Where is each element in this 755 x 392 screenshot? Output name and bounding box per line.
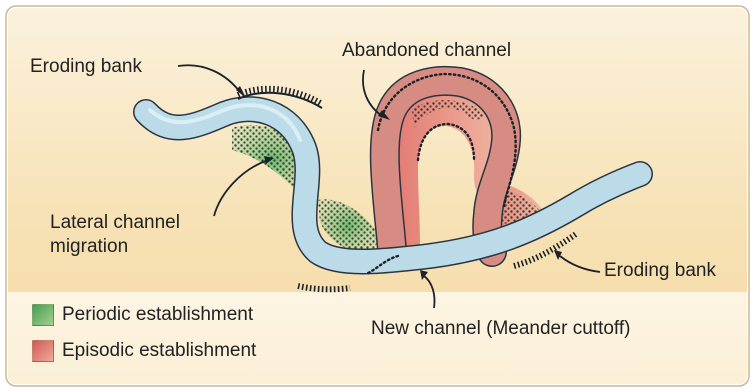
eroding-bank-top-label: Eroding bank	[30, 56, 142, 78]
legend-item-episodic: Episodic establishment	[32, 340, 256, 362]
abandoned-channel-label: Abandoned channel	[342, 40, 511, 62]
periodic-label: Periodic establishment	[62, 304, 253, 326]
periodic-swatch	[32, 304, 54, 326]
legend-item-periodic: Periodic establishment	[32, 304, 253, 326]
episodic-label: Episodic establishment	[62, 340, 256, 362]
lateral-migration-label-line1: Lateral channel	[50, 212, 180, 234]
lateral-migration-label-line2: migration	[50, 236, 128, 258]
new-channel-label: New channel (Meander cuttoff)	[371, 318, 630, 340]
episodic-swatch	[32, 340, 54, 362]
eroding-bank-right-label: Eroding bank	[604, 260, 716, 282]
